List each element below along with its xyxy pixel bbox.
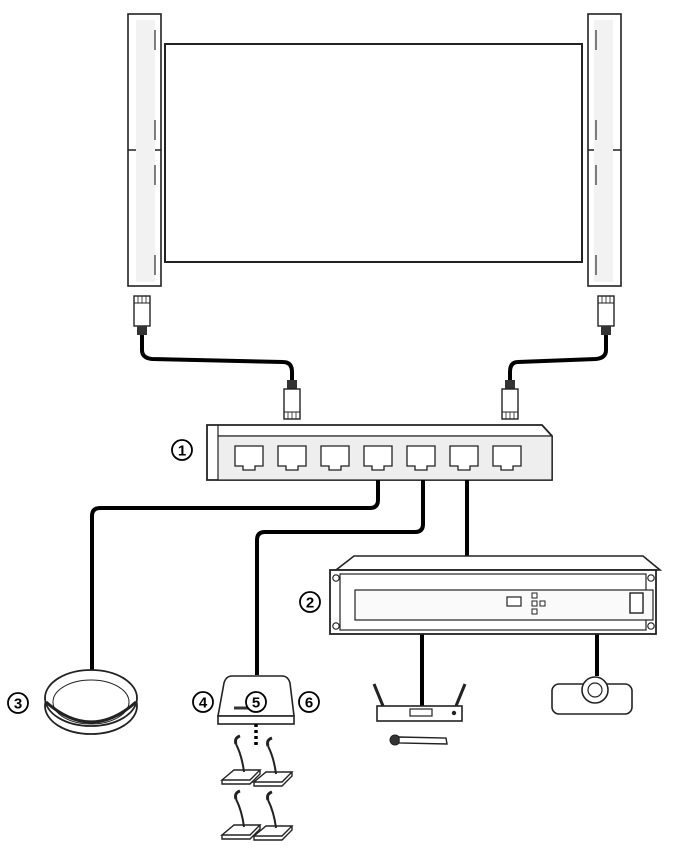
speaker-column-icon-right xyxy=(587,13,622,287)
callout-3-label: 3 xyxy=(14,696,22,713)
gooseneck-microphone-icon-3 xyxy=(220,789,262,841)
callout-1-label: 1 xyxy=(178,443,186,460)
speaker-cables xyxy=(140,335,608,384)
switch-cables xyxy=(90,480,599,706)
callout-4-label: 4 xyxy=(199,695,208,712)
callout-2: 2 xyxy=(299,591,321,613)
callout-5: 5 xyxy=(245,691,267,713)
rj45-plug-icon-right-top xyxy=(597,295,615,335)
gooseneck-microphone-icon-2 xyxy=(252,736,294,788)
callout-2-label: 2 xyxy=(306,595,314,612)
callout-6-label: 6 xyxy=(305,695,313,712)
callout-5-label: 5 xyxy=(252,695,260,712)
network-switch-icon xyxy=(206,424,553,481)
speaker-column-icon-left xyxy=(127,13,162,287)
display-icon xyxy=(164,43,583,263)
rj45-plug-icon-right-bottom xyxy=(501,380,519,420)
rj45-plug-icon-left-bottom xyxy=(283,380,301,420)
callout-1: 1 xyxy=(171,439,193,461)
ptz-camera-icon xyxy=(551,676,633,715)
callout-6: 6 xyxy=(298,691,320,713)
callout-3: 3 xyxy=(7,692,29,714)
wireless-receiver-icon xyxy=(372,683,467,722)
ceiling-microphone-icon xyxy=(44,669,138,735)
gooseneck-microphone-icon-4 xyxy=(252,790,294,842)
rj45-plug-icon-left-top xyxy=(133,295,151,335)
callout-4: 4 xyxy=(192,691,214,713)
handheld-microphone-icon xyxy=(389,734,448,746)
rack-processor-icon xyxy=(329,555,663,635)
